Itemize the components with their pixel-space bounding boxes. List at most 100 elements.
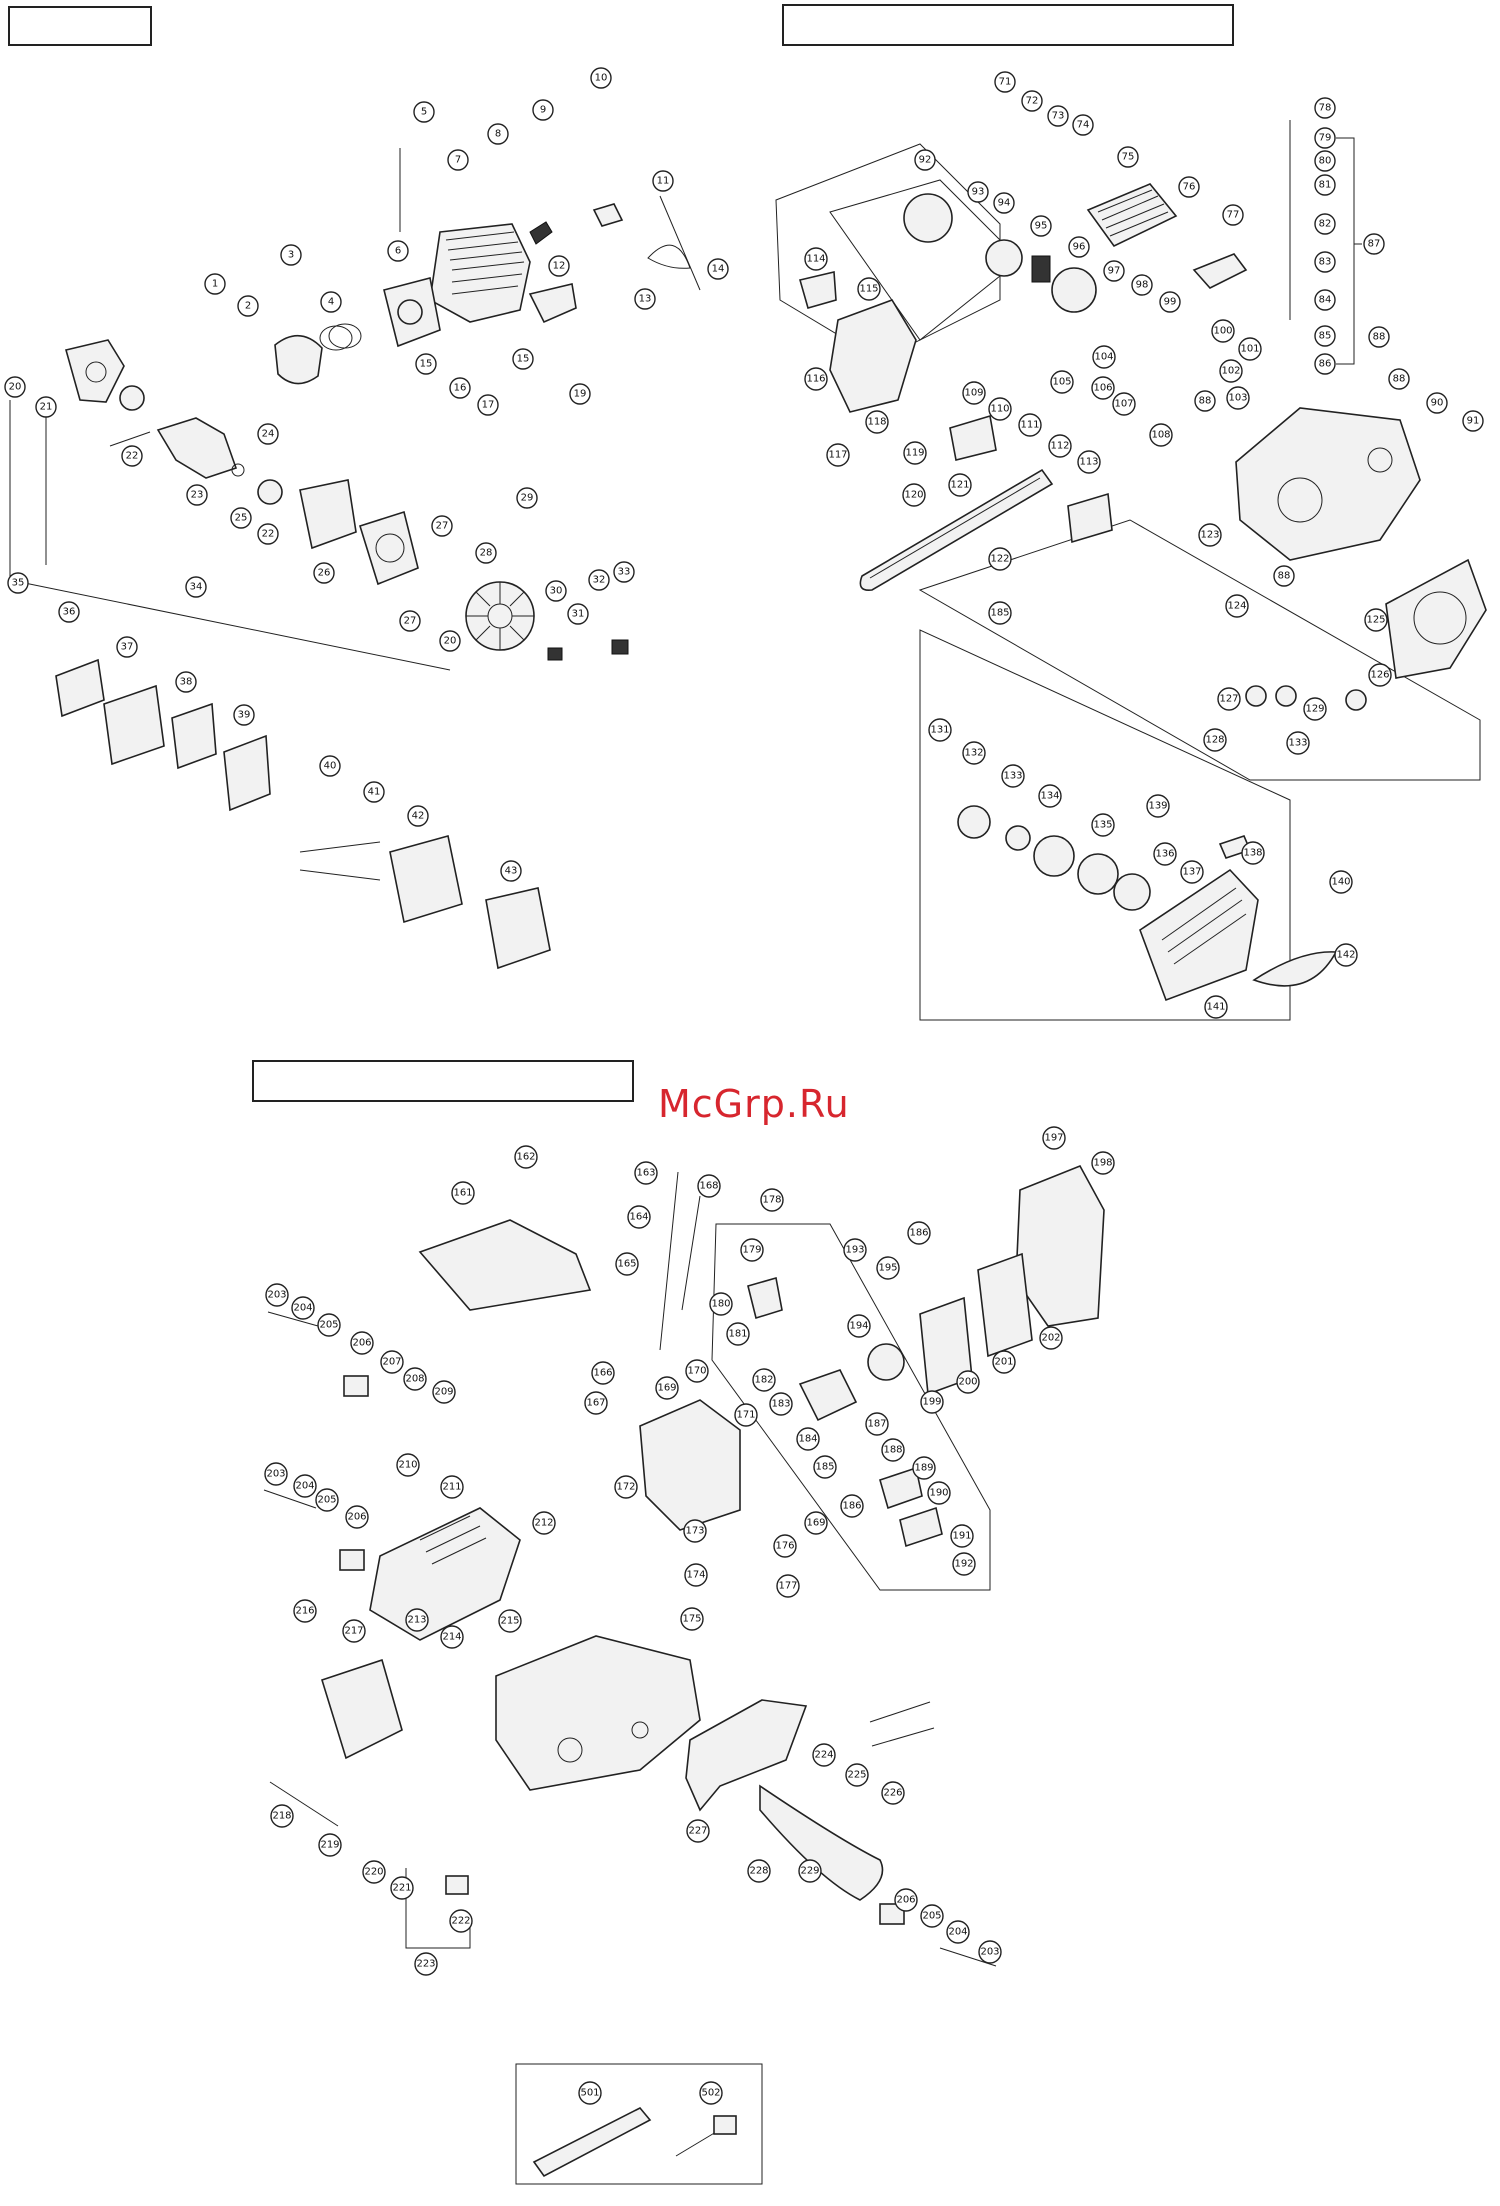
callout-label: 124 <box>1227 601 1246 612</box>
rear-handle-part <box>369 1507 521 1641</box>
callout-circle <box>946 1920 970 1944</box>
callout-label: 90 <box>1431 398 1444 409</box>
callout-221: 221 <box>390 1876 414 1900</box>
callout-133: 133 <box>1286 731 1310 755</box>
cylinder-part <box>429 223 531 323</box>
callout-circle <box>545 580 567 602</box>
callout-label: 88 <box>1373 332 1386 343</box>
callout-label: 108 <box>1151 430 1170 441</box>
callout-label: 103 <box>1228 393 1247 404</box>
chain-plate-part <box>1067 492 1113 544</box>
callout-label: 222 <box>451 1916 470 1927</box>
callout-label: 99 <box>1164 297 1177 308</box>
bracket-87 <box>1336 137 1355 365</box>
callout-176: 176 <box>773 1534 797 1558</box>
callout-112: 112 <box>1048 434 1072 458</box>
callout-label: 201 <box>994 1357 1013 1368</box>
callout-26: 26 <box>313 562 335 584</box>
callout-label: 9 <box>540 105 546 116</box>
callout-label: 128 <box>1205 735 1224 746</box>
callout-label: 206 <box>352 1338 371 1349</box>
callout-204: 204 <box>291 1296 315 1320</box>
bearing-2-part <box>257 479 283 505</box>
callout-circle <box>613 561 635 583</box>
callout-219: 219 <box>318 1833 342 1857</box>
seal-ring <box>231 463 245 477</box>
callout-label: 20 <box>9 382 22 393</box>
callout-88: 88 <box>1368 326 1390 348</box>
callout-circle <box>992 1350 1016 1374</box>
callout-circle <box>1050 370 1074 394</box>
callout-40: 40 <box>319 755 341 777</box>
callout-circle <box>962 381 986 405</box>
callout-131: 131 <box>928 718 952 742</box>
callout-circle <box>4 376 26 398</box>
callout-circle <box>683 1519 707 1543</box>
callout-label: 38 <box>180 677 193 688</box>
callout-114: 114 <box>804 247 828 271</box>
callout-label: 3 <box>288 250 294 261</box>
callout-211: 211 <box>440 1475 464 1499</box>
part-number-callouts: 1234567891011121314151516171920212223242… <box>4 67 1484 2105</box>
callout-circle <box>1038 784 1062 808</box>
callout-circle <box>280 244 302 266</box>
fuel-tank-body-part <box>495 1635 701 1791</box>
callout-13: 13 <box>634 288 656 310</box>
callout-label: 117 <box>828 450 847 461</box>
callout-182: 182 <box>752 1368 776 1392</box>
callout-212: 212 <box>532 1511 556 1535</box>
gasket-part <box>171 702 217 770</box>
callout-label: 92 <box>919 155 932 166</box>
callout-circle <box>319 755 341 777</box>
callout-103: 103 <box>1226 386 1250 410</box>
engine-parts-group <box>9 148 701 970</box>
callout-circle <box>440 1625 464 1649</box>
callout-circle <box>627 1205 651 1229</box>
callout-circle <box>512 348 534 370</box>
callout-label: 165 <box>617 1259 636 1270</box>
starter-reel-part <box>1033 835 1075 877</box>
callout-label: 104 <box>1094 352 1113 363</box>
recoil-spring-part <box>1113 873 1151 911</box>
callout-6: 6 <box>387 240 409 262</box>
tensioner-plate-part <box>949 414 997 461</box>
sprocket-cover-part <box>829 299 917 413</box>
callout-circle <box>1153 842 1177 866</box>
callout-label: 193 <box>845 1245 864 1256</box>
muffler-body-part <box>389 835 463 924</box>
flywheel-blades <box>466 582 534 650</box>
callout-label: 97 <box>1108 266 1121 277</box>
callout-circle <box>1462 410 1484 432</box>
callout-circle <box>569 383 591 405</box>
callout-label: 29 <box>521 493 534 504</box>
callout-circle <box>804 1511 828 1535</box>
callout-circle <box>399 610 421 632</box>
callout-label: 228 <box>749 1866 768 1877</box>
callout-label: 21 <box>40 402 53 413</box>
chain-guard-part <box>1086 183 1178 248</box>
callout-label: 23 <box>191 490 204 501</box>
callout-125: 125 <box>1364 608 1388 632</box>
callout-label: 162 <box>516 1152 535 1163</box>
callout-label: 121 <box>950 480 969 491</box>
callout-circle <box>1426 392 1448 414</box>
callout-circle <box>1314 174 1336 196</box>
callout-label: 132 <box>964 748 983 759</box>
callout-label: 71 <box>999 77 1012 88</box>
callout-circle <box>233 704 255 726</box>
callout-circle <box>655 1376 679 1400</box>
callout-label: 184 <box>798 1434 817 1445</box>
callout-label: 100 <box>1213 326 1232 337</box>
callout-label: 78 <box>1319 103 1332 114</box>
callout-label: 12 <box>553 261 566 272</box>
callout-185: 185 <box>813 1455 837 1479</box>
callout-170: 170 <box>685 1359 709 1383</box>
callout-circle <box>920 1390 944 1414</box>
callout-label: 77 <box>1227 210 1240 221</box>
callout-circle <box>1314 97 1336 119</box>
callout-1: 1 <box>204 273 226 295</box>
callout-label: 80 <box>1319 156 1332 167</box>
callout-label: 195 <box>878 1263 897 1274</box>
callout-circle <box>1068 236 1090 258</box>
callout-187: 187 <box>865 1412 889 1436</box>
